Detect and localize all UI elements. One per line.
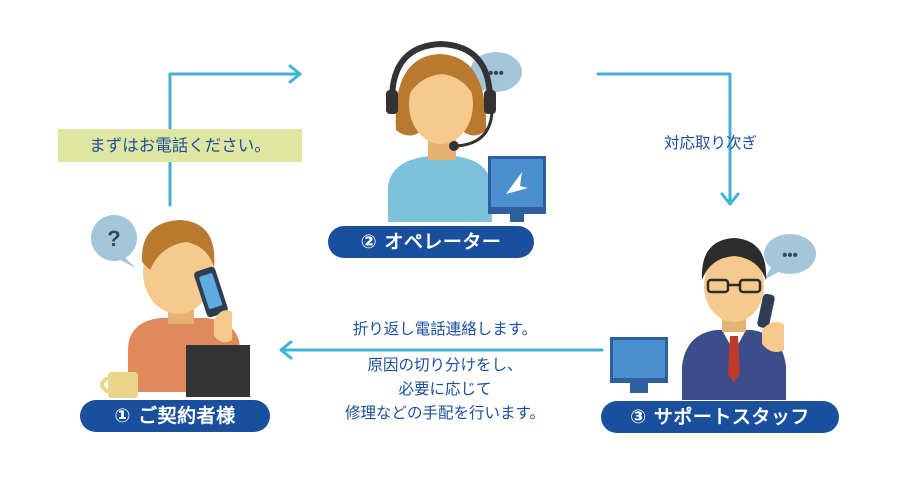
support-details: 原因の切り分けをし、 必要に応じて 修理などの手配を行います。 xyxy=(300,353,590,425)
tie-icon xyxy=(728,336,740,382)
operator-label: ② オペレーター xyxy=(328,226,534,258)
callback-label: 折り返し電話連絡します。 xyxy=(352,320,538,338)
staff-speech-bubble: ••• xyxy=(764,234,816,280)
detail-line: 原因の切り分けをし、 xyxy=(367,356,523,374)
support-staff-label: ③ サポートスタッフ xyxy=(601,401,839,433)
mug-icon xyxy=(108,372,138,398)
arrow-staff-to-customer-head xyxy=(279,340,293,360)
headset-icon xyxy=(389,40,493,101)
glasses-icon xyxy=(706,278,762,294)
customer-speech-bubble: ? xyxy=(91,215,137,268)
transfer-label: 対応取り次ぎ xyxy=(664,134,758,152)
detail-line: 修理などの手配を行います。 xyxy=(345,404,545,422)
arrow-operator-to-staff-head xyxy=(720,192,740,206)
arrow-customer-to-operator-head xyxy=(288,64,302,84)
detail-line: 必要に応じて xyxy=(398,380,492,398)
laptop-icon xyxy=(186,345,250,397)
customer-label: ① ご契約者様 xyxy=(80,400,270,432)
ellipsis-icon: ••• xyxy=(488,65,504,82)
question-mark-icon: ? xyxy=(107,226,120,251)
cursor-icon xyxy=(506,172,528,194)
phone-icon xyxy=(757,293,775,329)
call-us-callout: まずはお電話ください。 xyxy=(58,129,302,162)
ellipsis-icon: ••• xyxy=(782,247,798,264)
arrow-operator-to-staff xyxy=(596,72,732,206)
